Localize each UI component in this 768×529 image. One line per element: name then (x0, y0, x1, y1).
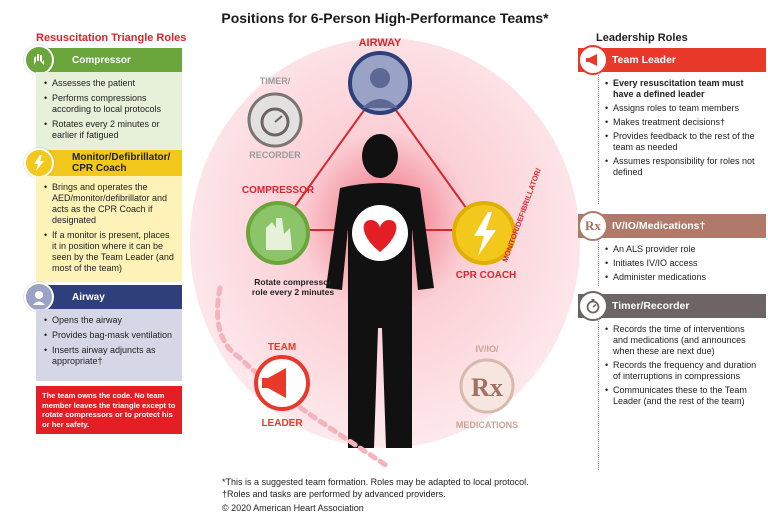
leader-megaphone-icon (268, 368, 286, 398)
airway-position-label: AIRWAY (359, 37, 402, 49)
rx-icon: Rx (578, 211, 608, 241)
stopwatch-icon (578, 291, 608, 321)
team-leader-item: Makes treatment decisions† (605, 117, 762, 128)
monitor-item: If a monitor is present, places it in po… (44, 230, 176, 274)
leadership-roles-heading: Leadership Roles (596, 32, 688, 44)
footnotes: *This is a suggested team formation. Rol… (222, 476, 529, 514)
team-owns-code-warning: The team owns the code. No team member l… (36, 386, 182, 434)
timer-role-box: Records the time of interventions and me… (598, 318, 766, 470)
timer-item: Records the frequency and duration of in… (605, 360, 762, 382)
page-title: Positions for 6-Person High-Performance … (221, 10, 549, 26)
medications-role-box: An ALS provider role Initiates IV/IO acc… (598, 238, 766, 286)
airway-face-icon (370, 68, 390, 88)
leader-position-label-top: TEAM (268, 342, 296, 353)
timer-position-label-top: TIMER/ (260, 76, 291, 86)
compressor-item: Rotates every 2 minutes or earlier if fa… (44, 119, 176, 141)
stopwatch-position-icon (247, 92, 303, 148)
meds-rx-icon: Rx (471, 373, 503, 402)
compressor-hands-icon (266, 218, 292, 250)
face-mask-icon (24, 282, 54, 312)
patient-silhouette (326, 134, 434, 448)
monitor-role-title: Monitor/Defibrillator/ CPR Coach (72, 152, 171, 174)
copyright: © 2020 American Heart Association (222, 503, 364, 513)
rotate-compressor-note: Rotate compressor role every 2 minutes (251, 277, 335, 297)
monitor-lightning-icon (474, 212, 496, 256)
airway-item: Provides bag-mask ventilation (44, 330, 176, 341)
hands-icon (24, 45, 54, 75)
airway-item: Inserts airway adjuncts as appropriate† (44, 345, 176, 367)
timer-item: Records the time of interventions and me… (605, 324, 762, 357)
monitor-item: Brings and operates the AED/monitor/defi… (44, 182, 176, 226)
airway-shoulders-icon (362, 99, 398, 108)
compressor-item: Performs compressions according to local… (44, 93, 176, 115)
rx-icon-text: Rx (585, 218, 601, 233)
leader-position-label-bottom: LEADER (261, 418, 303, 429)
airway-role-title: Airway (72, 291, 105, 303)
medications-role-title: IV/IO/Medications† (612, 220, 706, 232)
compressor-position-label: COMPRESSOR (242, 185, 315, 196)
meds-position-label-top: IV/IO/ (475, 344, 499, 354)
meds-position-label-bottom: MEDICATIONS (456, 420, 518, 430)
lightning-icon (24, 148, 54, 178)
rx-position-icon (459, 358, 515, 414)
footnote-suggested-formation: *This is a suggested team formation. Rol… (222, 477, 529, 487)
airway-item: Opens the airway (44, 315, 176, 326)
monitor-role-bar: Monitor/Defibrillator/ CPR Coach (36, 150, 182, 176)
team-positions-diagram: AIRWAY TIMER/ RECORDER COMPRESSOR MONITO… (190, 37, 580, 468)
leader-megaphone-handle-icon (262, 378, 269, 388)
megaphone-icon (578, 45, 608, 75)
monitor-position-label-bottom: CPR COACH (456, 270, 517, 281)
team-leader-role-bar: Team Leader (578, 48, 766, 72)
compressor-item: Assesses the patient (44, 78, 176, 89)
timer-role-bar: Timer/Recorder (578, 294, 766, 318)
heart-icon (363, 220, 397, 252)
compressor-role-title: Compressor (72, 54, 131, 66)
timer-item: Communicates these to the Team Leader (a… (605, 385, 762, 407)
triangle-roles-heading: Resuscitation Triangle Roles (36, 32, 187, 44)
team-leader-item: Every resuscitation team must have a def… (605, 78, 762, 100)
footnote-advanced-providers: †Roles and tasks are performed by advanc… (222, 489, 446, 499)
medications-item: Administer medications (605, 272, 762, 283)
compressor-role-bar: Compressor (36, 48, 182, 72)
airway-role-bar: Airway (36, 285, 182, 309)
medications-role-bar: IV/IO/Medications† (578, 214, 766, 238)
timer-role-title: Timer/Recorder (612, 300, 690, 312)
medications-item: Initiates IV/IO access (605, 258, 762, 269)
airway-role-box: Opens the airway Provides bag-mask venti… (36, 309, 182, 381)
team-leader-role-box: Every resuscitation team must have a def… (598, 72, 766, 204)
team-leader-role-title: Team Leader (612, 54, 676, 66)
team-leader-item: Assigns roles to team members (605, 103, 762, 114)
medications-item: An ALS provider role (605, 244, 762, 255)
stopwatch-dial-icon (260, 107, 290, 137)
team-leader-item: Provides feedback to the rest of the tea… (605, 131, 762, 153)
compressor-role-box: Assesses the patient Performs compressio… (36, 72, 182, 150)
stopwatch-hand-icon (274, 115, 283, 123)
team-leader-item: Assumes responsibility for roles not def… (605, 156, 762, 178)
monitor-role-box: Brings and operates the AED/monitor/defi… (36, 176, 182, 282)
timer-position-label-bottom: RECORDER (249, 150, 301, 160)
